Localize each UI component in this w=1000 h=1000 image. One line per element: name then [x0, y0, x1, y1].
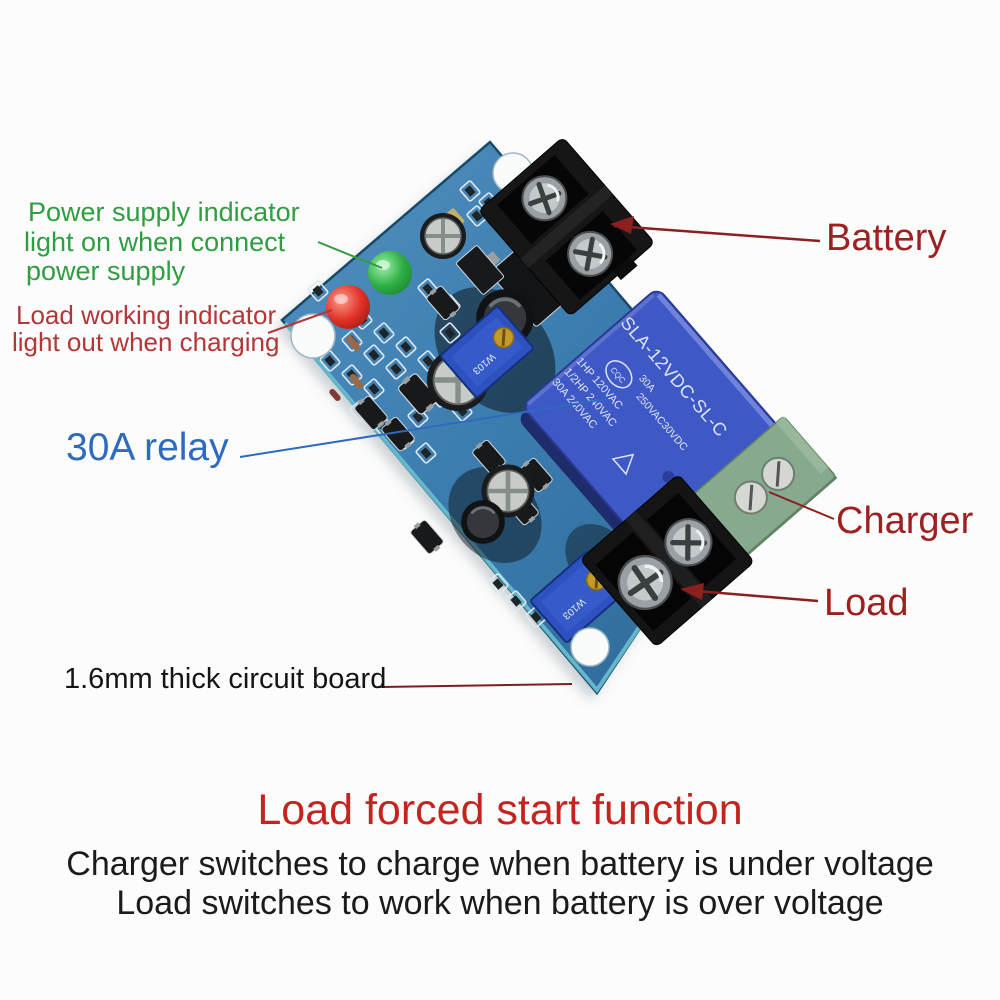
relay-pointer-line — [239, 398, 608, 458]
cqc-logo-icon — [605, 360, 633, 389]
power-indicator-label-line3: power supply — [26, 256, 186, 286]
footer-line1: Charger switches to charge when battery … — [66, 845, 934, 883]
load-led-red — [326, 285, 370, 329]
power-indicator-line — [317, 241, 383, 269]
charger-pointer-line — [768, 491, 835, 520]
warning-triangle-icon — [611, 453, 635, 476]
load-indicator-label-line2: light out when charging — [12, 327, 280, 357]
load-label: Load — [824, 582, 909, 624]
thickness-pointer-line — [377, 683, 573, 688]
load-terminal-block — [582, 476, 753, 646]
footer-line2: Load switches to work when battery is ov… — [116, 884, 884, 922]
charger-terminal-block — [693, 416, 838, 557]
load-indicator-line — [267, 309, 333, 334]
battery-terminal-block — [480, 139, 653, 315]
relay-label: 30A relay — [66, 426, 229, 469]
footer-heading: Load forced start function — [257, 786, 743, 834]
power-indicator-label-line1: Power supply indicator — [28, 197, 300, 227]
load-pointer-line — [683, 588, 819, 603]
annotation-lines — [239, 216, 835, 688]
battery-pointer-line — [613, 224, 821, 243]
power-led-green — [368, 251, 412, 295]
battery-label: Battery — [826, 217, 947, 259]
charger-label: Charger — [836, 500, 974, 542]
battery-arrowhead-icon — [610, 216, 634, 234]
board-thickness-label: 1.6mm thick circuit board — [64, 663, 387, 695]
load-indicator-label-line1: Load working indicator — [16, 300, 277, 330]
power-indicator-label-line2: light on when connect — [24, 227, 286, 257]
load-arrowhead-icon — [680, 583, 704, 600]
dpak-transistor — [455, 245, 505, 295]
trimmer-potentiometer-1: W103 — [440, 306, 534, 398]
